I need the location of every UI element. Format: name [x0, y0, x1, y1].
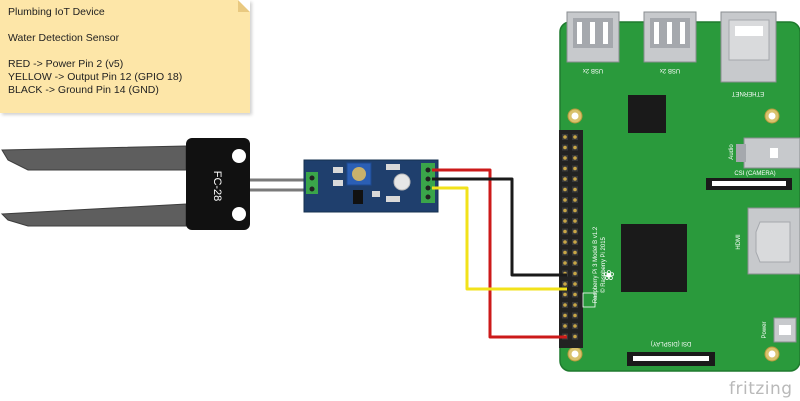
- gpio-pin-contact: [563, 135, 567, 139]
- fc28-probe: FC-28: [0, 138, 250, 230]
- raspberry-pi-board: USB 2x USB 2x ETHERNET Raspberry Pi 3 Mo…: [559, 11, 800, 372]
- csi-label: CSI (CAMERA): [734, 171, 775, 177]
- audio-label: Audio: [729, 144, 735, 160]
- resistor-2: [333, 180, 343, 186]
- dsi-slot: [633, 356, 709, 361]
- usb-label-1: USB 2x: [583, 67, 603, 73]
- gpio-pin-contact: [563, 187, 567, 192]
- probe-label: FC-28: [211, 171, 223, 202]
- do-led: [386, 196, 400, 202]
- module-mount-hole: [393, 173, 411, 191]
- usb-label-2: USB 2x: [660, 67, 680, 73]
- board-text-1: Raspberry Pi 3 Model B v1.2: [593, 226, 599, 303]
- note-line: RED -> Power Pin 2 (v5): [8, 58, 124, 70]
- gpio-pin-contact: [563, 292, 567, 297]
- jumper-wires: [432, 168, 567, 339]
- probe-body: [186, 138, 250, 230]
- ram-chip: [628, 95, 666, 133]
- power-port-slot: [779, 325, 791, 335]
- gpio-pin-contact: [563, 324, 567, 328]
- gpio-pin-contact: [563, 166, 567, 171]
- board-text-2: © Raspberry Pi 2015: [600, 236, 607, 292]
- gpio-pin-contact: [573, 271, 577, 276]
- gpio-pin-contact: [573, 208, 577, 213]
- sensor-module: [303, 159, 439, 213]
- fritzing-watermark: fritzing: [729, 379, 793, 399]
- audio-jack: [736, 137, 800, 169]
- gpio-pin-contact: [573, 282, 577, 286]
- note-text: Plumbing IoT Device Water Detection Sens…: [8, 6, 182, 97]
- gpio-pin-contact: [573, 334, 577, 339]
- gpio-pin-contact: [573, 292, 577, 297]
- gpio-pin-contact: [573, 156, 577, 160]
- comparator-chip: [353, 190, 363, 204]
- ethernet-label: ETHERNET: [732, 90, 765, 96]
- hdmi-port: [747, 207, 800, 275]
- soc-chip: [621, 224, 687, 292]
- gpio-pin-contact: [563, 198, 567, 202]
- gpio-pin-contact: [573, 166, 577, 171]
- probe-hole-top: [232, 149, 246, 163]
- gpio-pin-contact: [563, 313, 567, 318]
- gpio-pin-contact: [563, 219, 567, 223]
- note-line: Water Detection Sensor: [8, 32, 120, 44]
- gpio-pin-contact: [573, 250, 577, 255]
- gpio-label-box: [582, 292, 596, 308]
- gpio-pin-contact: [573, 324, 577, 328]
- gpio-pin-contact: [573, 240, 577, 244]
- resistor-1: [333, 167, 343, 173]
- annotation-note: Plumbing IoT Device Water Detection Sens…: [0, 0, 250, 113]
- pwr-led: [386, 164, 400, 170]
- usb-port-2: [643, 11, 697, 63]
- gpio-pin-contact: [573, 177, 577, 181]
- yellow-wire: [432, 186, 567, 291]
- note-line: YELLOW -> Output Pin 12 (GPIO 18): [8, 71, 183, 83]
- probe-prong-bottom: [0, 203, 187, 227]
- module-input-header: [306, 172, 318, 194]
- gpio-pin-contact: [573, 303, 577, 307]
- gpio-pin-contact: [563, 240, 567, 244]
- note-line: BLACK -> Ground Pin 14 (GND): [8, 84, 159, 96]
- red-wire: [432, 168, 567, 339]
- gpio-pin-contact: [563, 229, 567, 234]
- gpio-pin-contact: [573, 135, 577, 139]
- hdmi-label: HDMI: [736, 234, 742, 250]
- gpio-pin-contact: [563, 177, 567, 181]
- gpio-pin-contact: [573, 145, 577, 150]
- probe-hole-bottom: [232, 207, 246, 221]
- gpio-pin-contact: [573, 229, 577, 234]
- dsi-label: DSI (DISPLAY): [651, 340, 692, 346]
- note-line: Plumbing IoT Device: [8, 6, 105, 18]
- potentiometer-knob-icon: [352, 167, 366, 181]
- gpio-pin-contact: [563, 303, 567, 307]
- gpio-pin-contact: [573, 313, 577, 318]
- gpio-pin-contact: [563, 282, 567, 286]
- gpio-pin-contact: [563, 261, 567, 265]
- module-output-header: [421, 163, 435, 203]
- gpio-pin-contact: [573, 198, 577, 202]
- gpio-pin-contact: [573, 261, 577, 265]
- raspberry-logo-icon: ❀: [603, 267, 615, 283]
- mounting-holes: [567, 108, 780, 362]
- gpio-pin-contact: [573, 187, 577, 192]
- gpio-pin-contact: [563, 156, 567, 160]
- gpio-pin-contact: [563, 250, 567, 255]
- ethernet-port: [720, 11, 777, 83]
- note-fold: [238, 0, 250, 12]
- probe-prong-top: [1, 145, 187, 171]
- gpio-pins: [562, 134, 578, 340]
- gpio-pin-contact: [563, 208, 567, 213]
- gpio-pin-contact: [573, 219, 577, 223]
- gpio-pin-contact: [563, 145, 567, 150]
- resistor-3: [372, 191, 380, 197]
- csi-slot: [712, 181, 786, 186]
- usb-port-1: [566, 11, 620, 63]
- gpio-header: [559, 130, 583, 348]
- black-wire: [432, 177, 567, 277]
- power-label: Power: [762, 321, 768, 338]
- probe-module-wires: [250, 178, 308, 192]
